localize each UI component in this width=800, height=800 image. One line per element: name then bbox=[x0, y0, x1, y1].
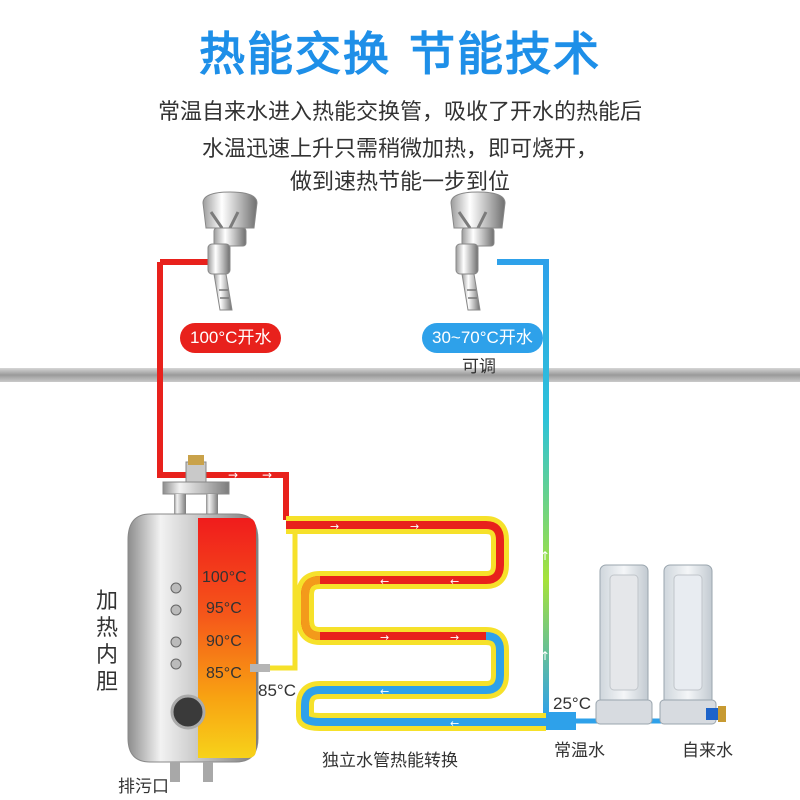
page-title: 热能交换 节能技术 bbox=[198, 27, 601, 81]
countertop bbox=[0, 368, 800, 382]
warm-water-badge: 30~70°C开水 bbox=[422, 323, 543, 353]
heat-exchange-coil-mid bbox=[301, 576, 321, 640]
tank-label: 加热内胆 bbox=[95, 589, 118, 695]
flow-arrow: → bbox=[380, 631, 389, 644]
warm-water-pipe bbox=[497, 259, 549, 716]
hot-water-pipe bbox=[157, 262, 289, 520]
drain-label: 排污口 bbox=[118, 777, 169, 796]
flow-arrow: → bbox=[262, 468, 272, 482]
flow-arrow: ↑ bbox=[540, 549, 550, 563]
warm-water-faucet-icon bbox=[450, 191, 506, 311]
flow-arrow: → bbox=[450, 631, 459, 644]
hot-water-badge: 100°C开水 bbox=[180, 323, 282, 353]
flow-arrow: → bbox=[410, 520, 419, 533]
description-line-2: 水温迅速上升只需稍微加热，即可烧开， bbox=[201, 137, 598, 162]
tank-temp-4: 85°C bbox=[206, 665, 242, 682]
pipe-label: 独立水管热能转换 bbox=[322, 751, 458, 770]
inlet-label: 常温水 bbox=[554, 741, 605, 760]
adjustable-label: 可调 bbox=[462, 357, 496, 376]
inlet-pipe bbox=[546, 712, 576, 730]
tap-water-label: 自来水 bbox=[682, 741, 733, 760]
description-line-3: 做到速热节能一步到位 bbox=[289, 170, 510, 195]
flow-arrow: ← bbox=[380, 685, 389, 698]
outlet-temp-label: 85°C bbox=[258, 681, 296, 700]
flow-arrow: ← bbox=[450, 575, 459, 588]
tank-temp-3: 90°C bbox=[206, 633, 242, 650]
flow-arrow: ← bbox=[450, 717, 459, 730]
inlet-temp-label: 25°C bbox=[553, 694, 591, 713]
water-filter-icon bbox=[595, 564, 726, 725]
tank-temp-1: 100°C bbox=[202, 569, 247, 586]
hot-water-faucet-icon bbox=[202, 191, 258, 311]
tank-temp-2: 95°C bbox=[206, 600, 242, 617]
flow-arrow: → bbox=[228, 468, 238, 482]
flow-arrow: → bbox=[330, 520, 339, 533]
water-heater-tank-icon bbox=[127, 455, 270, 782]
flow-arrow: ← bbox=[380, 575, 389, 588]
flow-arrow: ↑ bbox=[540, 649, 550, 663]
heat-exchange-coil-cold bbox=[301, 632, 546, 726]
description-line-1: 常温自来水进入热能交换管，吸收了开水的热能后 bbox=[157, 100, 642, 125]
